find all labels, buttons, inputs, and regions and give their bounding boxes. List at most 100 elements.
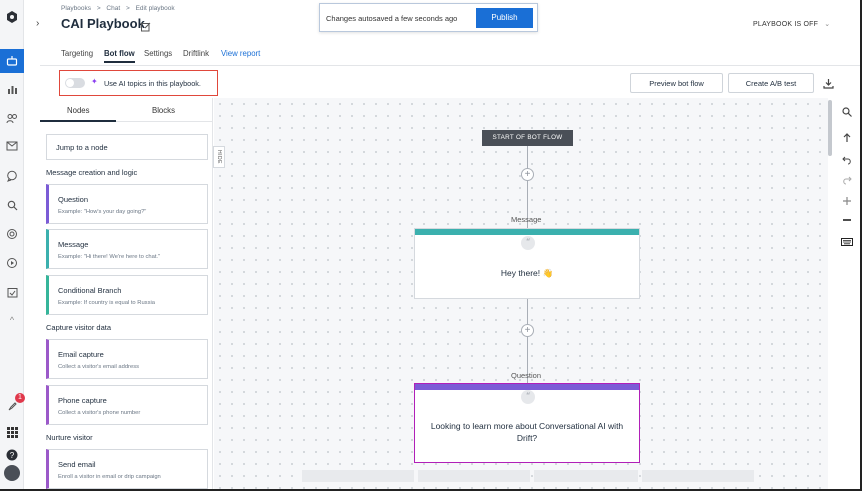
ai-topics-highlight: ✦ Use AI topics in this playbook. bbox=[59, 70, 218, 96]
question-card-bar bbox=[415, 384, 639, 390]
download-icon[interactable] bbox=[823, 76, 834, 94]
add-node-button[interactable]: + bbox=[521, 324, 534, 337]
breadcrumb-chat[interactable]: Chat bbox=[106, 5, 121, 12]
autosave-text: Changes autosaved a few seconds ago bbox=[326, 14, 458, 23]
message-text: Hey there! 👋 bbox=[500, 268, 554, 278]
collapse-chevron-icon[interactable]: ^ bbox=[9, 315, 15, 325]
canvas-placeholder-bar bbox=[534, 470, 638, 482]
create-ab-test-button[interactable]: Create A/B test bbox=[728, 73, 814, 93]
preview-bot-flow-button[interactable]: Preview bot flow bbox=[630, 73, 723, 93]
node-question[interactable]: Question Example: "How's your day going?… bbox=[46, 184, 208, 224]
bot-flow-canvas[interactable]: START OF BOT FLOW + Message “ Hey there!… bbox=[214, 98, 828, 489]
avatar[interactable] bbox=[4, 465, 20, 481]
connector-line bbox=[527, 146, 528, 228]
canvas-tools bbox=[834, 98, 860, 258]
question-card[interactable]: “ Looking to learn more about Conversati… bbox=[414, 383, 640, 463]
scroll-to-top-icon[interactable] bbox=[841, 132, 853, 144]
ai-topics-label: Use AI topics in this playbook. bbox=[104, 79, 201, 88]
node-conditional-branch[interactable]: Conditional Branch Example: If country i… bbox=[46, 275, 208, 315]
node-description: Example: "How's your day going?" bbox=[58, 209, 147, 215]
node-send-email[interactable]: Send email Enroll a visitor in email or … bbox=[46, 449, 208, 489]
publish-button[interactable]: Publish bbox=[476, 8, 533, 28]
bot-icon[interactable] bbox=[0, 49, 24, 73]
svg-text:?: ? bbox=[10, 451, 15, 460]
tab-driftlink[interactable]: Driftlink bbox=[183, 49, 209, 58]
breadcrumb-edit-playbook: Edit playbook bbox=[135, 5, 175, 12]
notification-badge: 1 bbox=[15, 393, 25, 403]
playbook-status-dropdown[interactable]: PLAYBOOK IS OFF ⌄ bbox=[753, 20, 830, 28]
page-title: CAI Playbook bbox=[61, 16, 145, 31]
header-divider bbox=[40, 65, 860, 66]
left-nav-rail: ^ 1 ? bbox=[0, 0, 25, 489]
active-tab-underline bbox=[40, 120, 116, 122]
node-title: Email capture bbox=[58, 350, 104, 359]
canvas-placeholder-bar bbox=[302, 470, 414, 482]
chat-icon[interactable] bbox=[4, 168, 20, 184]
quote-icon: “ bbox=[521, 236, 535, 250]
breadcrumb-separator: > bbox=[96, 5, 101, 12]
play-icon[interactable] bbox=[4, 255, 20, 271]
search-icon[interactable] bbox=[4, 197, 20, 213]
jump-to-node-input[interactable]: Jump to a node bbox=[46, 134, 208, 160]
tasks-icon[interactable] bbox=[4, 284, 20, 300]
autosave-toast: Changes autosaved a few seconds ago Publ… bbox=[319, 3, 538, 32]
target-icon[interactable] bbox=[4, 226, 20, 242]
section-nurture-visitor: Nurture visitor bbox=[46, 433, 93, 442]
message-node-label: Message bbox=[511, 215, 542, 224]
apps-grid-icon[interactable] bbox=[4, 424, 20, 440]
reports-icon[interactable] bbox=[4, 81, 20, 97]
help-icon[interactable]: ? bbox=[4, 447, 20, 463]
message-card[interactable]: “ Hey there! 👋 bbox=[414, 228, 640, 299]
mail-icon[interactable] bbox=[4, 138, 20, 154]
playbook-status-label: PLAYBOOK IS OFF bbox=[753, 21, 819, 28]
node-email-capture[interactable]: Email capture Collect a visitor's email … bbox=[46, 339, 208, 379]
node-description: Example: "Hi there! We're here to chat." bbox=[58, 254, 161, 260]
rocket-icon[interactable] bbox=[4, 398, 20, 414]
node-panel: Nodes Blocks Jump to a node Message crea… bbox=[40, 98, 213, 489]
hide-label: HIDE bbox=[216, 150, 222, 164]
edit-title-icon[interactable] bbox=[141, 19, 151, 37]
canvas-scrollbar[interactable] bbox=[828, 100, 832, 156]
add-node-button[interactable]: + bbox=[521, 168, 534, 181]
node-description: Collect a visitor's phone number bbox=[58, 410, 141, 416]
hide-panel-tab[interactable]: HIDE bbox=[213, 146, 225, 168]
view-report-link[interactable]: View report bbox=[221, 49, 261, 58]
tab-targeting[interactable]: Targeting bbox=[61, 49, 94, 58]
panel-tabs: Nodes Blocks bbox=[40, 98, 212, 122]
node-message[interactable]: Message Example: "Hi there! We're here t… bbox=[46, 229, 208, 269]
zoom-search-icon[interactable] bbox=[841, 106, 853, 118]
node-phone-capture[interactable]: Phone capture Collect a visitor's phone … bbox=[46, 385, 208, 425]
start-of-bot-flow: START OF BOT FLOW bbox=[482, 130, 573, 146]
undo-icon[interactable] bbox=[841, 154, 853, 166]
node-title: Question bbox=[58, 195, 89, 204]
section-message-logic: Message creation and logic bbox=[46, 168, 138, 177]
breadcrumb: Playbooks > Chat > Edit playbook bbox=[61, 5, 179, 12]
contacts-icon[interactable] bbox=[4, 110, 20, 126]
chevron-down-icon: ⌄ bbox=[824, 21, 831, 28]
sparkle-icon: ✦ bbox=[91, 77, 98, 86]
tab-settings[interactable]: Settings bbox=[144, 49, 173, 58]
node-description: Collect a visitor's email address bbox=[58, 364, 140, 370]
redo-icon[interactable] bbox=[841, 174, 853, 186]
drift-logo-icon[interactable] bbox=[4, 9, 20, 25]
node-description: Example: If country is equal to Russia bbox=[58, 300, 155, 306]
node-title: Send email bbox=[58, 460, 96, 469]
question-node-label: Question bbox=[511, 371, 542, 380]
breadcrumb-playbooks[interactable]: Playbooks bbox=[61, 5, 91, 12]
tab-nodes[interactable]: Nodes bbox=[67, 106, 90, 115]
keyboard-icon[interactable] bbox=[841, 236, 853, 248]
tab-blocks[interactable]: Blocks bbox=[152, 106, 175, 115]
zoom-in-icon[interactable] bbox=[841, 195, 853, 207]
node-title: Message bbox=[58, 240, 89, 249]
question-text: Looking to learn more about Conversation… bbox=[430, 421, 624, 443]
quote-icon: “ bbox=[521, 390, 535, 404]
node-title: Phone capture bbox=[58, 396, 107, 405]
ai-topics-toggle[interactable] bbox=[65, 78, 85, 88]
breadcrumb-separator: > bbox=[125, 5, 130, 12]
tab-bot-flow[interactable]: Bot flow bbox=[104, 49, 135, 63]
canvas-placeholder-bar bbox=[642, 470, 754, 482]
zoom-out-icon[interactable] bbox=[841, 214, 853, 226]
expand-sidebar-icon[interactable]: › bbox=[36, 18, 40, 29]
message-card-bar bbox=[415, 229, 639, 235]
